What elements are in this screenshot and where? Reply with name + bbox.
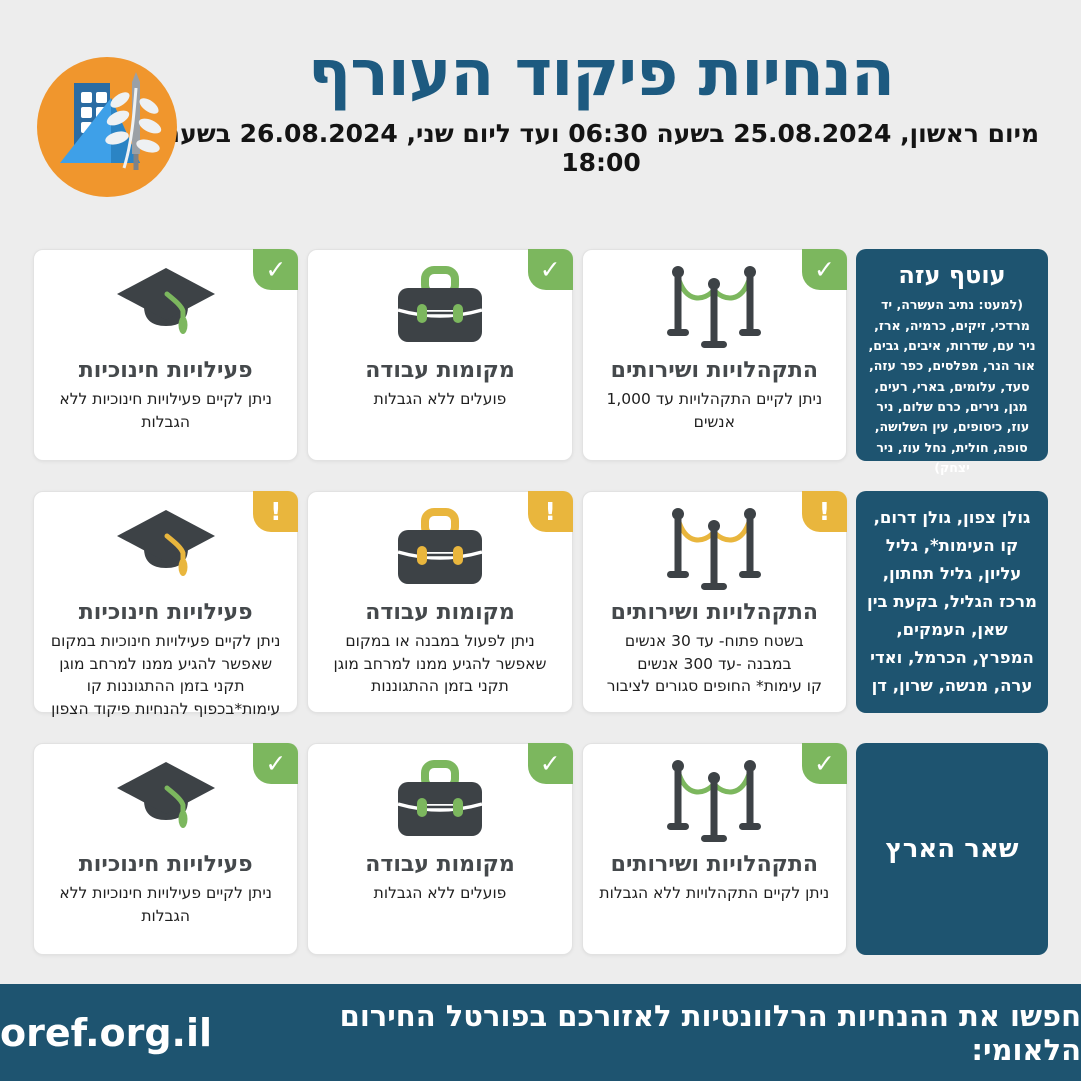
card-workplaces: ✓ מקומות עבודה פועלים ללא הגבלות: [307, 249, 573, 462]
card-title: מקומות עבודה: [365, 852, 515, 878]
graduation-cap-icon: [111, 758, 221, 844]
card-workplaces: ! מקומות עבודה ניתן לפעול במבנה או במקום…: [307, 491, 573, 714]
check-badge: ✓: [527, 249, 573, 291]
region-title: עוטף עזה: [898, 261, 1006, 290]
graduation-cap-icon: [111, 506, 221, 592]
card-title: התקהלויות ושירותים: [610, 852, 819, 878]
card-workplaces: ✓ מקומות עבודה פועלים ללא הגבלות: [307, 743, 573, 956]
check-badge: ✓: [253, 249, 299, 291]
card-text: ניתן לקיים התקהלויות עד 1,000 אנשים: [606, 390, 823, 431]
card-text: פועלים ללא הגבלות: [373, 390, 507, 409]
region-details: גולן צפון, גולן דרום, קו העימות*, גליל ע…: [867, 507, 1037, 696]
card-educational-activities: ✓ פעילויות חינוכיות ניתן לקיים פעילויות …: [33, 249, 299, 462]
warning-badge: !: [802, 491, 847, 533]
check-badge: ✓: [253, 743, 299, 785]
footer-message: חפשו את ההנחיות הרלוונטיות לאזורכם בפורט…: [339, 998, 1081, 1067]
warning-badge: !: [527, 491, 573, 533]
region-title: שאר הארץ: [885, 834, 1019, 865]
card-text: ניתן לקיים התקהלויות ללא הגבלות: [599, 884, 830, 903]
card-educational-activities: ✓ פעילויות חינוכיות ניתן לקיים פעילויות …: [33, 743, 299, 956]
row-gaza-envelope: עוטף עזה (למעט: נתיב העשרה, יד מרדכי, זי…: [33, 249, 1048, 475]
row-north-regions: גולן צפון, גולן דרום, קו העימות*, גליל ע…: [33, 491, 1048, 718]
card-title: התקהלויות ושירותים: [610, 358, 819, 384]
card-educational-activities: ! פעילויות חינוכיות ניתן לקיים פעילויות …: [33, 491, 299, 718]
card-title: פעילויות חינוכיות: [78, 600, 253, 626]
card-text: ניתן לקיים פעילויות חינוכיות ללא הגבלות: [59, 884, 272, 925]
card-text: ניתן לקיים פעילויות חינוכיות במקום שאפשר…: [50, 632, 281, 718]
crowd-barrier-icon: [664, 758, 764, 844]
row-rest-of-country: שאר הארץ ✓ התקהלויות ושירותים ניתן לקיים…: [33, 743, 1048, 956]
header: הנחיות פיקוד העורף מיום ראשון, 25.08.202…: [0, 0, 1081, 197]
card-gatherings: ! התקהלויות ושירותים בשטח פתוח- עד 30 אנ…: [581, 491, 847, 714]
card-title: פעילויות חינוכיות: [78, 852, 253, 878]
briefcase-icon: [390, 506, 490, 592]
crowd-barrier-icon: [664, 506, 764, 592]
region-card-gaza-envelope: עוטף עזה (למעט: נתיב העשרה, יד מרדכי, זי…: [856, 249, 1048, 475]
card-title: התקהלויות ושירותים: [610, 600, 819, 626]
check-badge: ✓: [802, 743, 847, 785]
home-front-command-logo-icon: [36, 56, 178, 198]
guidelines-grid: עוטף עזה (למעט: נתיב העשרה, יד מרדכי, זי…: [33, 249, 1048, 956]
crowd-barrier-icon: [664, 264, 764, 350]
oref-url-link[interactable]: oref.org.il: [0, 1010, 213, 1055]
card-text: בשטח פתוח- עד 30 אנשים במבנה -עד 300 אנש…: [606, 632, 822, 696]
page-title: הנחיות פיקוד העורף: [308, 37, 895, 111]
region-card-rest-of-country: שאר הארץ: [856, 743, 1048, 956]
region-details: (למעט: נתיב העשרה, יד מרדכי, זיקים, כרמי…: [868, 297, 1036, 476]
card-text: פועלים ללא הגבלות: [373, 884, 507, 903]
card-title: מקומות עבודה: [365, 600, 515, 626]
date-range-subtitle: מיום ראשון, 25.08.2024 בשעה 06:30 ועד לי…: [162, 119, 1040, 178]
card-gatherings: ✓ התקהלויות ושירותים ניתן לקיים התקהלויו…: [581, 249, 847, 462]
card-text: ניתן לקיים פעילויות חינוכיות ללא הגבלות: [59, 390, 272, 431]
card-title: מקומות עבודה: [365, 358, 515, 384]
check-badge: ✓: [802, 249, 847, 291]
footer: חפשו את ההנחיות הרלוונטיות לאזורכם בפורט…: [0, 984, 1081, 1081]
card-gatherings: ✓ התקהלויות ושירותים ניתן לקיים התקהלויו…: [581, 743, 847, 956]
region-card-north: גולן צפון, גולן דרום, קו העימות*, גליל ע…: [856, 491, 1048, 714]
check-badge: ✓: [527, 743, 573, 785]
briefcase-icon: [390, 758, 490, 844]
card-title: פעילויות חינוכיות: [78, 358, 253, 384]
graduation-cap-icon: [111, 264, 221, 350]
warning-badge: !: [253, 491, 299, 533]
briefcase-icon: [390, 264, 490, 350]
card-text: ניתן לפעול במבנה או במקום שאפשר להגיע ממ…: [333, 632, 547, 696]
